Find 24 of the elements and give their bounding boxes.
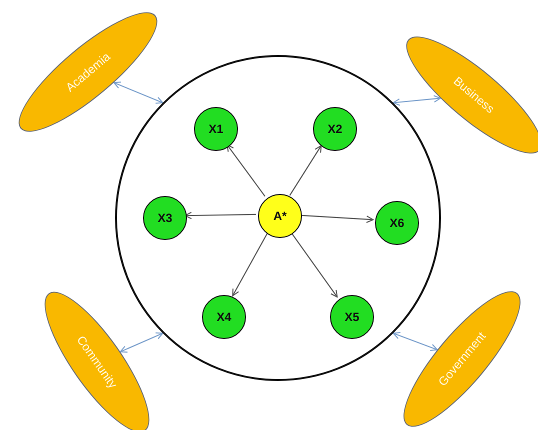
arrow (226, 144, 266, 197)
node-label: X6 (390, 216, 404, 230)
circle (313, 107, 357, 151)
node-label: A* (273, 209, 287, 223)
circle (143, 196, 187, 240)
arrow (290, 232, 338, 298)
circle (258, 194, 302, 238)
node-label: X5 (344, 310, 360, 324)
node-label: X2 (328, 122, 342, 136)
arrow (232, 232, 268, 296)
arrow (120, 332, 164, 353)
arrow (113, 82, 164, 104)
node-label: X4 (216, 310, 232, 324)
arrow (392, 95, 441, 106)
circle (202, 295, 246, 339)
node-label: X3 (158, 211, 172, 225)
circle (375, 201, 419, 245)
arrow (300, 214, 374, 224)
large-circle (115, 55, 441, 381)
node-label: X1 (208, 122, 224, 136)
circle (194, 107, 238, 151)
arrow (392, 332, 438, 352)
circle (330, 295, 374, 339)
arrow (289, 145, 322, 196)
